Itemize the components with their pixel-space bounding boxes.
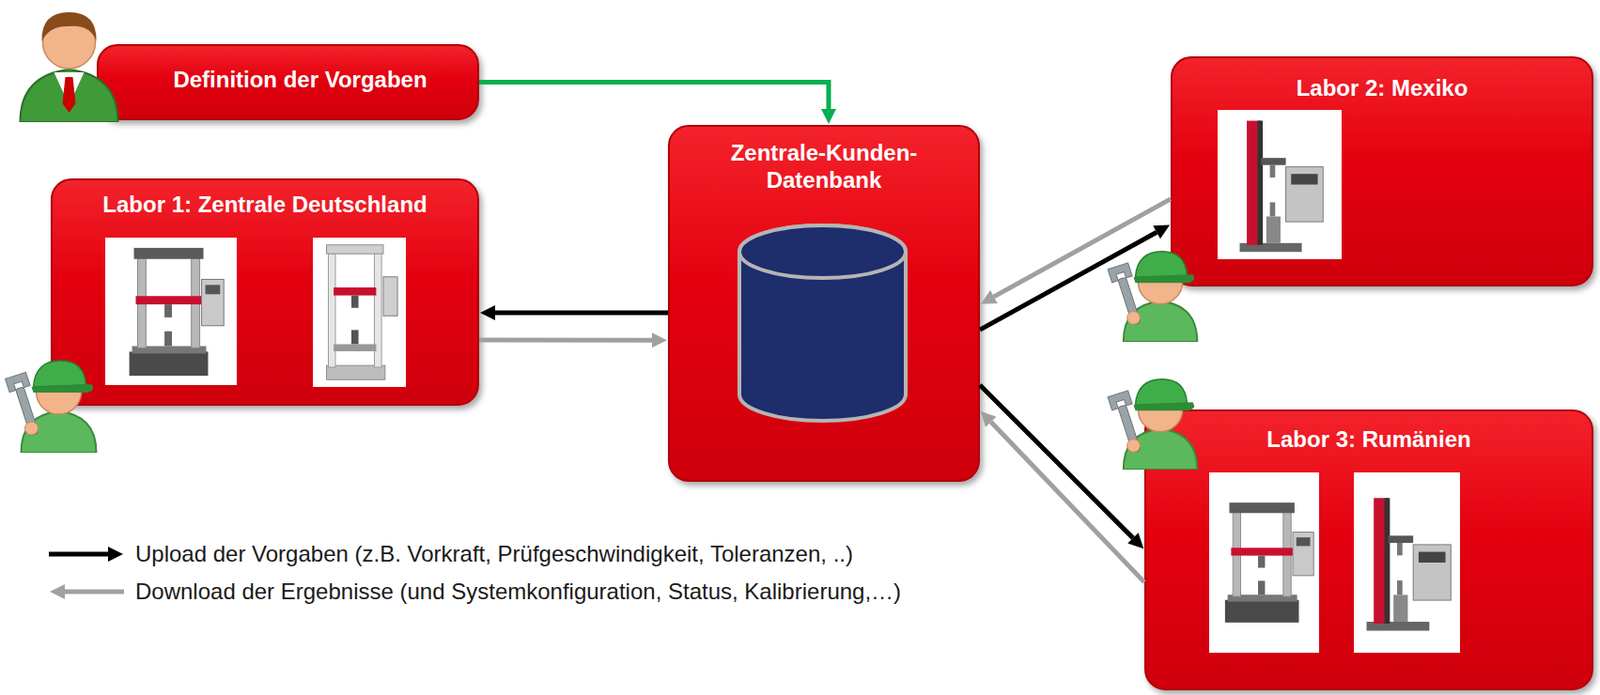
- technician-icon: [5, 360, 97, 453]
- connector-arrow: [479, 338, 653, 343]
- requirements-box: Definition der Vorgaben: [96, 44, 480, 121]
- connector-arrow: [479, 82, 829, 110]
- legend-text: Upload der Vorgaben (z.B. Vorkraft, Prüf…: [135, 541, 854, 569]
- lab-box: Labor 3: Rumänien: [1144, 409, 1594, 691]
- box-title: Labor 1: Zentrale Deutschland: [62, 191, 468, 219]
- connector-arrow: [994, 199, 1171, 297]
- legend-arrow-sample: [46, 543, 128, 565]
- box-title: Labor 3: Rumänien: [1155, 426, 1583, 454]
- database-box: Zentrale-Kunden-Datenbank: [667, 124, 980, 482]
- manager-icon: [20, 12, 119, 123]
- lab-box: Labor 1: Zentrale Deutschland: [50, 178, 480, 406]
- connector-arrow: [979, 385, 1134, 539]
- box-title: Labor 2: Mexiko: [1181, 75, 1583, 103]
- lab-box: Labor 2: Mexiko: [1170, 56, 1594, 287]
- technician-icon: [1107, 379, 1197, 470]
- machine-photo: [105, 237, 237, 386]
- machine-photo: [1217, 109, 1342, 260]
- connector-arrow: [495, 310, 668, 315]
- connector-arrow: [979, 232, 1157, 330]
- legend-text: Download der Ergebnisse (und Systemkonfi…: [135, 578, 901, 606]
- connector-arrow: [991, 421, 1145, 583]
- machine-photo: [312, 237, 406, 388]
- technician-icon: [1107, 251, 1197, 342]
- legend-entry: Download der Ergebnisse (und Systemkonfi…: [46, 576, 1128, 607]
- box-title: Definition der Vorgaben: [132, 66, 468, 94]
- legend-arrow-sample: [46, 581, 128, 603]
- legend-entry: Upload der Vorgaben (z.B. Vorkraft, Prüf…: [46, 539, 1128, 570]
- machine-photo: [1209, 472, 1320, 653]
- database-cylinder: [739, 225, 906, 421]
- box-title: Zentrale-Kunden-Datenbank: [706, 139, 942, 195]
- machine-photo: [1353, 472, 1461, 653]
